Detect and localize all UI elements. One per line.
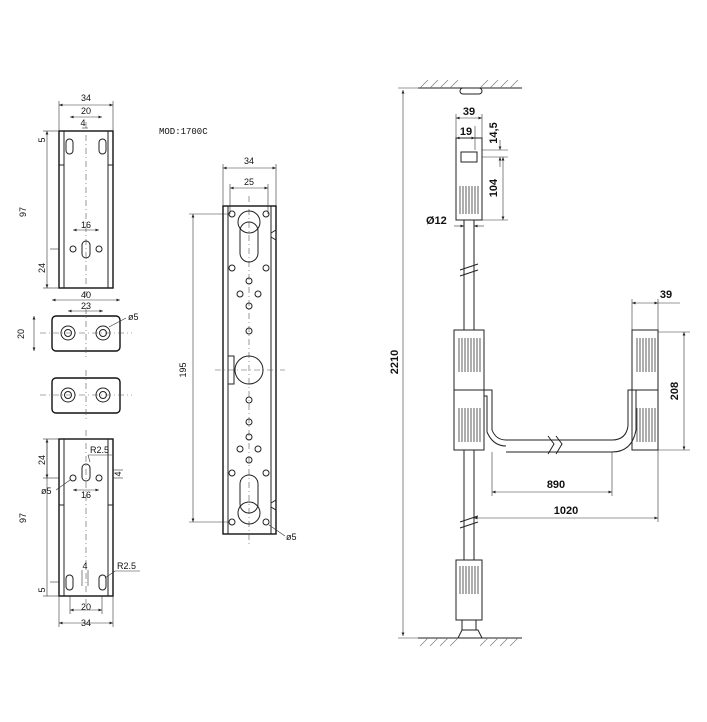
dim-d12: Ø12 [426, 215, 447, 227]
panic-bar-assembly-view: 39 19 14,5 104 Ø12 2210 39 208 890 [389, 79, 690, 647]
dim-20-top: 20 [81, 106, 91, 116]
dim-5-top: 5 [37, 137, 47, 142]
dim-d5-bottom: ø5 [41, 486, 52, 496]
side-housing-ribs-upper [636, 338, 656, 372]
dim-20-bottom: 20 [81, 602, 91, 612]
ceiling-hatch [419, 79, 519, 89]
dim-5-bottom: 5 [37, 587, 47, 592]
dim-39-top: 39 [463, 106, 475, 118]
dim-25-lock: 25 [244, 177, 254, 187]
dim-23: 23 [81, 301, 91, 311]
center-lock-ribs-lower [458, 408, 481, 442]
floor-hatch [419, 637, 519, 647]
dim-4-bottom-right: 4 [113, 471, 123, 476]
dim-39-side: 39 [660, 289, 672, 301]
dim-890: 890 [547, 479, 565, 491]
dim-4-top: 4 [80, 118, 85, 128]
dim-34-lock: 34 [244, 156, 254, 166]
dim-d5-plate: ø5 [128, 312, 139, 322]
top-housing-ribs [459, 186, 479, 214]
dim-34-bottom: 34 [81, 618, 91, 628]
dim-40: 40 [81, 290, 91, 300]
dim-195: 195 [178, 362, 188, 377]
dim-16-top: 16 [81, 220, 91, 230]
lock-plate-view: 34 25 195 ø5 [178, 156, 297, 544]
dim-20-plate: 20 [16, 329, 26, 339]
bottom-bracket-view: 24 R2.5 4 ø5 16 97 4 R2.5 5 20 34 [18, 430, 140, 628]
dim-16-bottom: 16 [81, 490, 91, 500]
dim-r25-upper: R2.5 [90, 445, 109, 455]
dim-19: 19 [460, 126, 472, 138]
dim-24-bottom: 24 [37, 455, 47, 465]
top-bracket-view: 34 20 4 97 5 24 16 [18, 93, 114, 296]
dim-d5-lock: ø5 [286, 532, 297, 542]
dim-r25-lower: R2.5 [117, 561, 136, 571]
dim-34-top: 34 [81, 93, 91, 103]
dim-24-top: 24 [37, 263, 47, 273]
center-lock-ribs-upper [458, 338, 481, 372]
dim-208: 208 [669, 382, 681, 400]
dim-97-top: 97 [18, 207, 28, 217]
bottom-housing-ribs [459, 566, 479, 594]
dim-97-bottom: 97 [18, 513, 28, 523]
side-housing-ribs-lower [636, 408, 656, 442]
dim-4-bottom: 4 [82, 561, 87, 571]
mounting-plate-view: 40 23 20 ø5 [16, 290, 139, 421]
dim-1020: 1020 [554, 505, 578, 517]
model-label: MOD:1700C [159, 127, 208, 137]
dim-2210: 2210 [389, 350, 401, 374]
dim-104: 104 [488, 178, 500, 197]
dim-14-5: 14,5 [488, 122, 500, 143]
